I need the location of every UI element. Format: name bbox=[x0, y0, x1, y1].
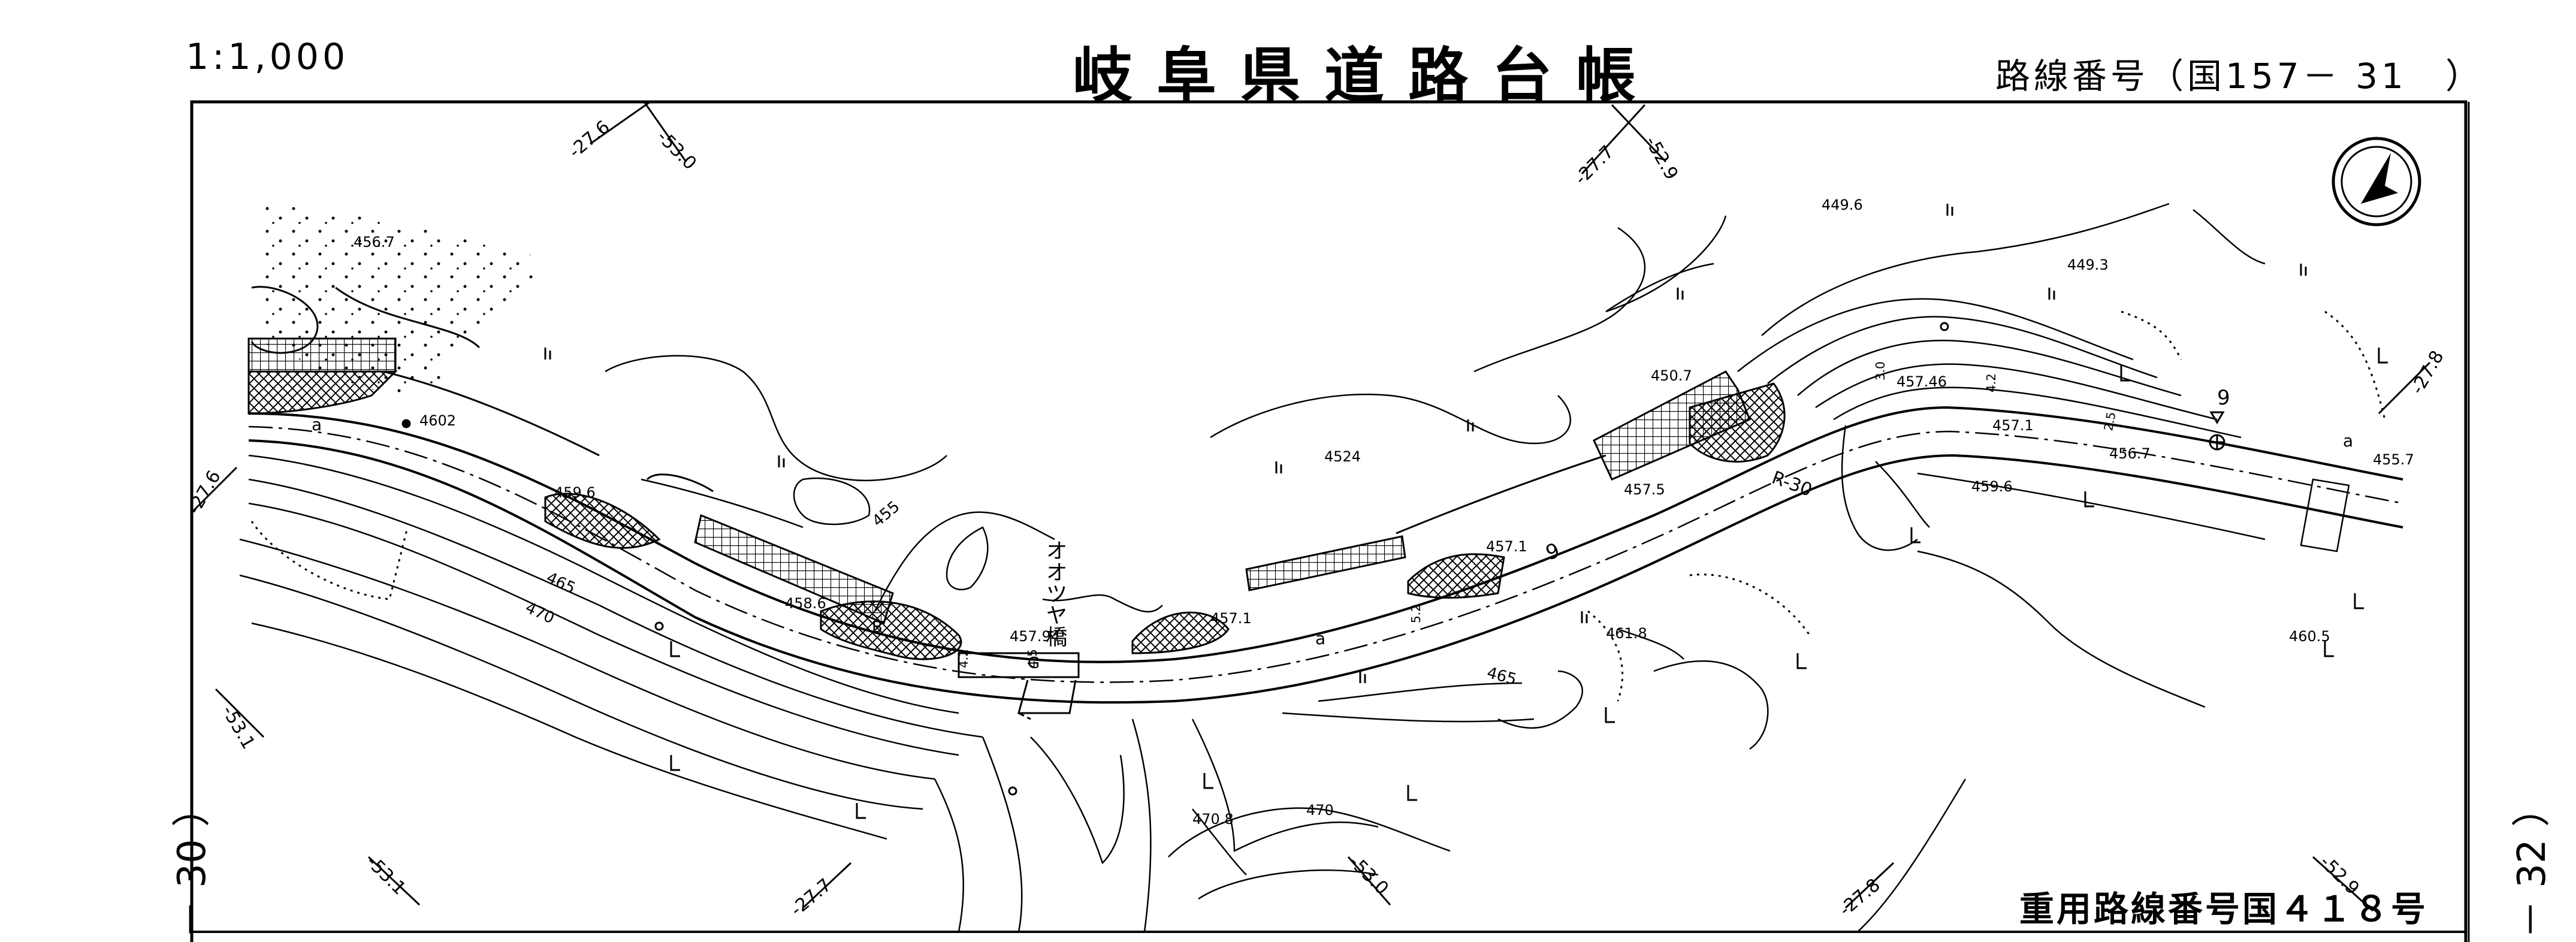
elevation-label: 456.7 bbox=[2109, 445, 2151, 462]
dimension-label: 5.2 bbox=[1409, 604, 1423, 623]
contours bbox=[239, 454, 1535, 932]
slope-hatch bbox=[820, 600, 962, 660]
elevation-label: 459.6 bbox=[554, 484, 596, 501]
elevation-label: 4602 bbox=[419, 412, 456, 429]
elevation-label: 449.6 bbox=[1822, 197, 1863, 213]
north-arrow-icon bbox=[2332, 137, 2421, 227]
dimension-label: 4.2 bbox=[956, 649, 971, 668]
survey-markers bbox=[401, 322, 2225, 796]
dimension-label: 4.2 bbox=[1984, 373, 1998, 393]
elevation-label: 4524 bbox=[1324, 448, 1361, 465]
elevation-label: 459.6 bbox=[1971, 478, 2013, 495]
coord-label: -53.1 bbox=[362, 852, 410, 899]
retaining-wall bbox=[247, 337, 397, 373]
elevation-label: 457.1 bbox=[1486, 538, 1527, 555]
dimension-label: 3.0 bbox=[1873, 361, 1888, 381]
slope-hatch bbox=[1131, 611, 1230, 654]
elevation-label: 458.6 bbox=[785, 595, 826, 612]
boundary-lines bbox=[250, 310, 2386, 702]
coord-label: -53.0 bbox=[653, 126, 700, 174]
map-scale: 1:1,000 bbox=[186, 36, 349, 78]
coord-label: -27.8 bbox=[1835, 874, 1885, 920]
contours bbox=[1605, 203, 2242, 932]
elevation-label: 457.94 bbox=[1010, 628, 1060, 645]
road bbox=[248, 370, 2403, 704]
road-mark: G bbox=[1028, 654, 1040, 672]
bridge-name: オオツヤ橋 bbox=[1043, 539, 1067, 647]
coord-label: -27.6 bbox=[184, 467, 225, 518]
slope-hatch bbox=[247, 370, 398, 415]
road-mark: a bbox=[1315, 629, 1325, 648]
sheet-ref-right: － 32 ） bbox=[2510, 788, 2555, 939]
contour-label: 465 bbox=[1485, 664, 1518, 689]
terrain-line bbox=[335, 286, 481, 349]
coord-label: -27.8 bbox=[2407, 347, 2448, 398]
contour-label: 470 bbox=[523, 599, 557, 627]
coord-label: -27.7 bbox=[1571, 141, 1618, 189]
elevation-label: 449.3 bbox=[2067, 256, 2109, 273]
slope-hatch bbox=[1407, 553, 1505, 599]
coord-label: -52.9 bbox=[1641, 133, 1682, 184]
road-mark: B bbox=[872, 618, 883, 636]
map-title: 岐阜県道路台帳 bbox=[1073, 41, 1660, 111]
coord-label: -53.0 bbox=[1345, 852, 1393, 899]
map-frame bbox=[190, 100, 2470, 942]
route-number: 路線番号（国157－ 31 ） bbox=[1995, 56, 2484, 96]
elevation-label: 450.7 bbox=[1651, 367, 1692, 384]
slope-hatch bbox=[1689, 382, 1786, 463]
elevation-label: 457.46 bbox=[1896, 373, 1947, 390]
dimension-label: 2.5 bbox=[2101, 410, 2118, 431]
slope-hatch bbox=[544, 493, 661, 549]
elevation-label: 457.5 bbox=[1624, 481, 1665, 498]
vegetation-symbols bbox=[544, 204, 2307, 683]
coord-label: -27.7 bbox=[787, 874, 836, 920]
contour-label: 455 bbox=[869, 497, 903, 530]
dimension-label: 4.5 bbox=[1025, 649, 1040, 668]
elevation-label: 455.7 bbox=[2373, 451, 2414, 468]
tree-symbols bbox=[670, 348, 2388, 819]
terrain-outlines bbox=[605, 209, 2350, 750]
bridge bbox=[958, 652, 1080, 720]
coord-label: -27.6 bbox=[565, 116, 614, 162]
road-mark: 9 bbox=[1542, 538, 1563, 565]
sheet-ref-left: － 30 ） bbox=[170, 788, 215, 939]
road-mark: a bbox=[2343, 431, 2353, 451]
elevation-label: 457.1 bbox=[1210, 610, 1252, 627]
road-mark: a bbox=[312, 415, 322, 434]
elevation-label: 470 bbox=[1306, 802, 1334, 819]
elevation-label: 461.8 bbox=[1606, 625, 1647, 642]
heavy-route-label: 重用路線番号国４１８号 bbox=[2019, 889, 2429, 929]
grid-ticks bbox=[191, 101, 2431, 912]
elevation-label: 470.8 bbox=[1192, 811, 1234, 828]
elevation-label: 456.7 bbox=[354, 234, 395, 250]
elevation-label: 460.5 bbox=[2289, 628, 2330, 645]
elevation-label: 457.1 bbox=[1992, 417, 2034, 434]
curve-label: R-30 bbox=[1769, 467, 1814, 501]
retaining-wall bbox=[1245, 535, 1406, 591]
road-mark: 9 bbox=[2217, 386, 2230, 410]
